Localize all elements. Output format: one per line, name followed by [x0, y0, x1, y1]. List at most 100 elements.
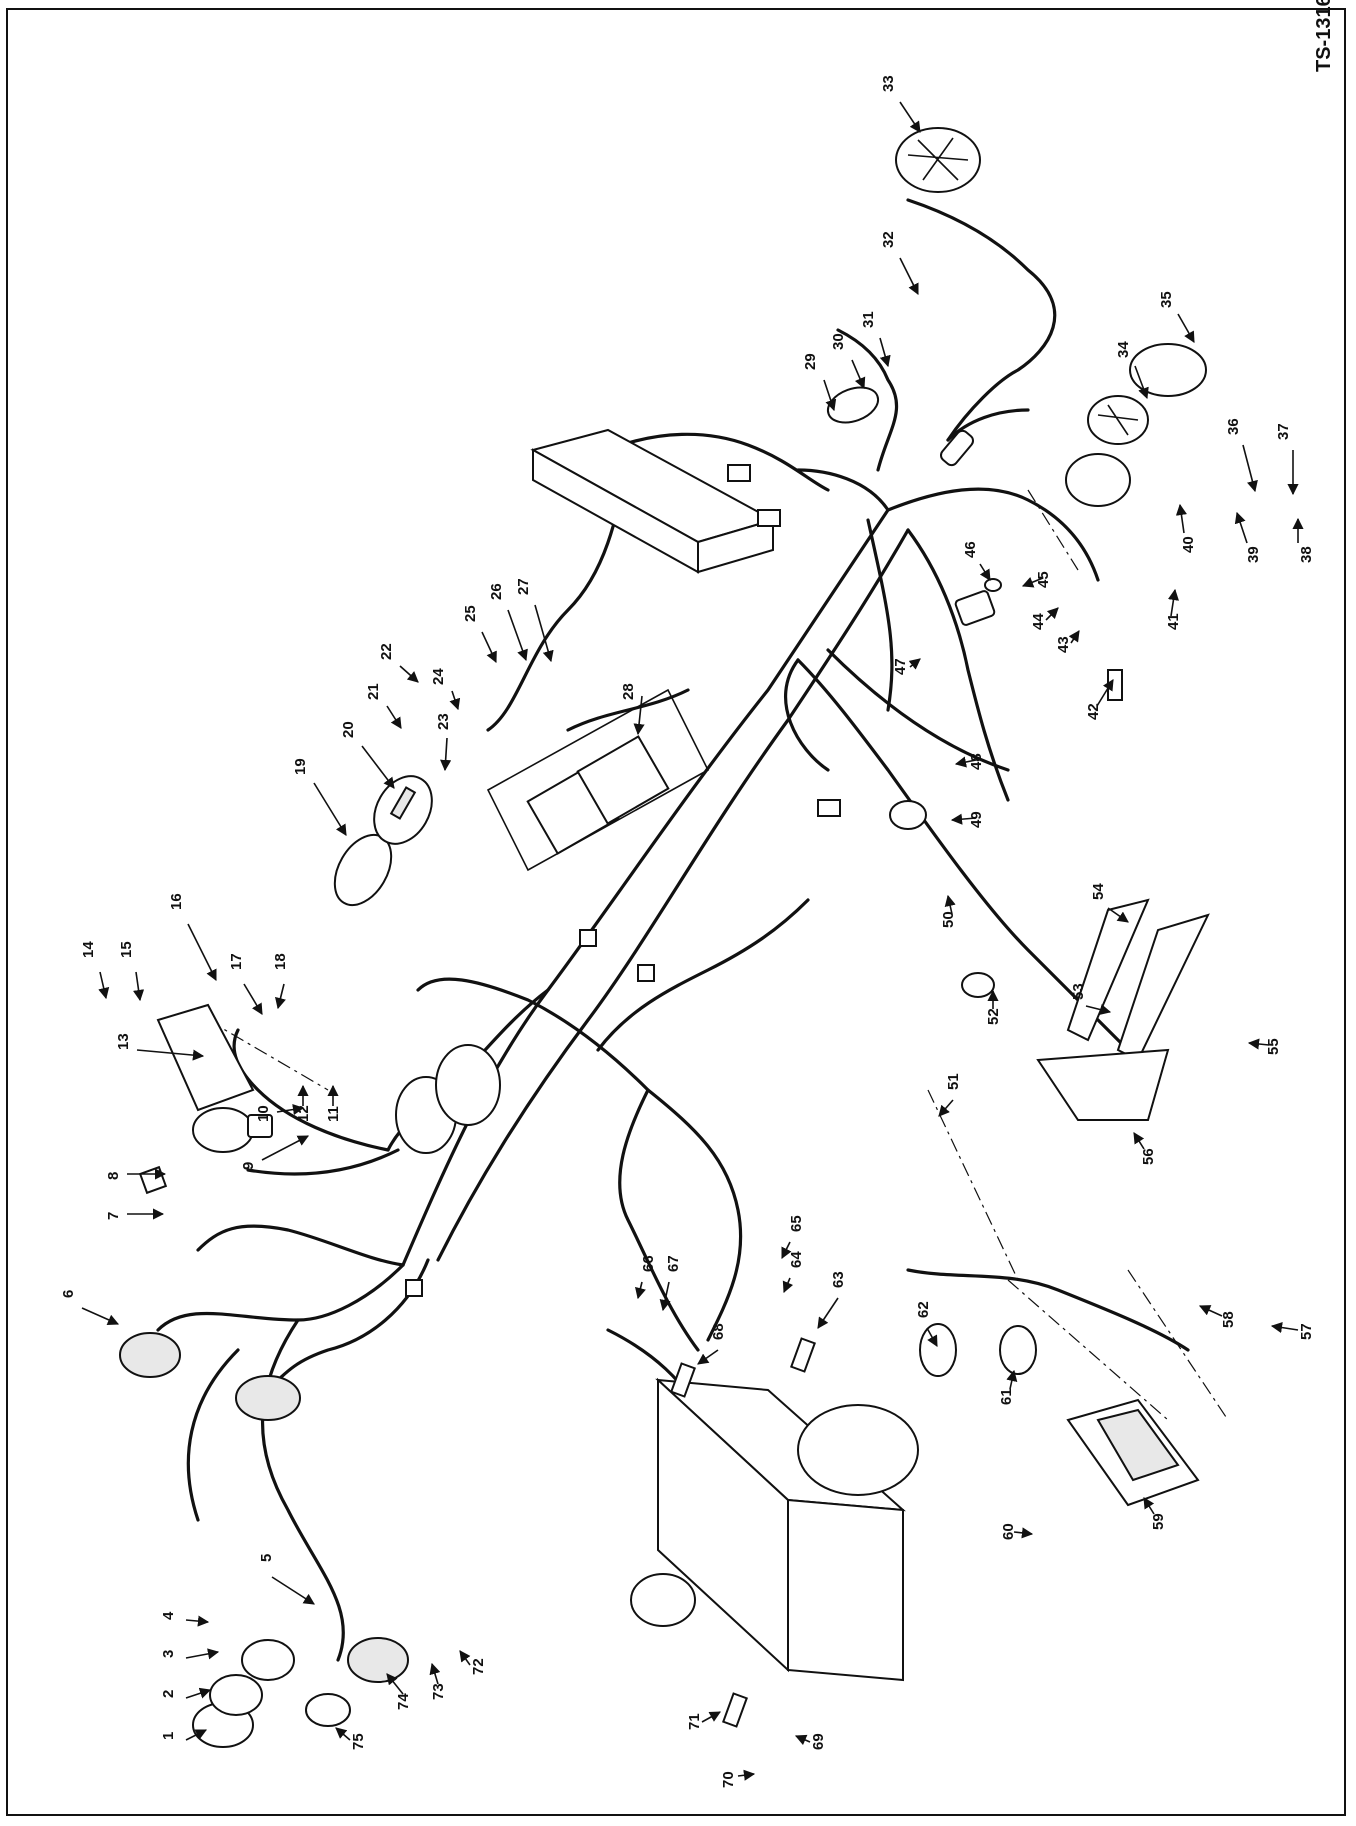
callout-39: 39 [1234, 511, 1262, 563]
svg-text:35: 35 [1158, 291, 1175, 308]
callout-24: 24 [430, 668, 461, 711]
svg-text:8: 8 [105, 1172, 122, 1180]
svg-text:33: 33 [880, 75, 897, 92]
svg-text:43: 43 [1055, 636, 1072, 653]
svg-text:28: 28 [620, 683, 637, 700]
svg-text:59: 59 [1150, 1513, 1167, 1530]
callout-34: 34 [1115, 341, 1149, 400]
svg-text:11: 11 [325, 1106, 342, 1122]
regulator-59 [1066, 1398, 1200, 1507]
callout-52: 52 [985, 989, 1002, 1025]
svg-text:21: 21 [365, 683, 382, 700]
callout-69: 69 [794, 1733, 827, 1750]
callout-22: 22 [378, 643, 419, 683]
svg-text:69: 69 [810, 1733, 827, 1750]
large-box-unit [530, 428, 776, 574]
alignment-lines [207, 489, 1229, 1421]
svg-text:75: 75 [350, 1733, 367, 1750]
callout-36: 36 [1225, 418, 1258, 493]
svg-text:26: 26 [488, 583, 505, 600]
svg-text:32: 32 [880, 231, 897, 248]
callout-33: 33 [880, 75, 921, 133]
svg-text:68: 68 [710, 1323, 727, 1340]
svg-text:24: 24 [430, 668, 447, 685]
svg-text:71: 71 [686, 1713, 703, 1730]
svg-text:17: 17 [228, 953, 245, 970]
callout-4: 4 [160, 1611, 210, 1627]
svg-text:34: 34 [1115, 341, 1132, 358]
svg-text:44: 44 [1030, 613, 1047, 630]
switch-13 [138, 1107, 273, 1195]
svg-text:4: 4 [160, 1611, 177, 1620]
lamp-34-35 [1065, 343, 1207, 507]
callout-6: 6 [60, 1290, 120, 1326]
horns-53-54 [1036, 898, 1210, 1121]
svg-text:39: 39 [1245, 546, 1262, 563]
switch-45 [954, 578, 1002, 626]
gauge-19-20 [333, 775, 433, 907]
svg-text:55: 55 [1265, 1038, 1282, 1055]
svg-text:31: 31 [860, 311, 877, 328]
callout-56: 56 [1133, 1132, 1157, 1165]
callout-55: 55 [1247, 1038, 1282, 1055]
callout-10: 10 [255, 1103, 305, 1122]
svg-text:3: 3 [160, 1650, 177, 1658]
svg-text:42: 42 [1085, 703, 1102, 720]
bracket-16 [156, 1003, 255, 1112]
svg-text:58: 58 [1220, 1311, 1237, 1328]
lamp-74-75 [305, 1637, 409, 1727]
svg-text:7: 7 [105, 1212, 122, 1220]
senders-63-68-71 [670, 1337, 816, 1728]
callout-53: 53 [1070, 983, 1112, 1015]
svg-text:36: 36 [1225, 418, 1242, 435]
callout-21: 21 [365, 683, 402, 729]
callout-38: 38 [1292, 517, 1315, 563]
callout-2: 2 [160, 1687, 212, 1699]
svg-text:63: 63 [830, 1271, 847, 1288]
callout-27: 27 [515, 578, 554, 663]
svg-text:22: 22 [378, 643, 395, 660]
callout-28: 28 [620, 683, 645, 736]
callout-37: 37 [1275, 423, 1299, 496]
svg-text:62: 62 [915, 1301, 932, 1318]
callout-72: 72 [459, 1650, 487, 1675]
callout-64: 64 [782, 1251, 805, 1294]
callout-14: 14 [80, 941, 110, 1000]
svg-text:6: 6 [60, 1290, 77, 1298]
svg-text:18: 18 [272, 953, 289, 970]
svg-text:74: 74 [395, 1693, 412, 1710]
svg-text:5: 5 [258, 1554, 275, 1562]
svg-text:46: 46 [962, 541, 979, 558]
sender-52 [961, 972, 995, 998]
callout-63: 63 [817, 1271, 847, 1329]
callout-7: 7 [105, 1208, 165, 1220]
callout-41: 41 [1165, 588, 1182, 630]
engine-block [630, 1377, 919, 1682]
svg-text:12: 12 [295, 1105, 312, 1122]
callouts: 1 2 3 4 5 6 7 8 9 10 11 12 13 14 15 16 1… [60, 75, 1315, 1788]
callout-30: 30 [830, 333, 866, 390]
callout-54: 54 [1090, 883, 1129, 923]
callout-70: 70 [720, 1769, 756, 1788]
cylinders-center [395, 1044, 501, 1154]
callout-12: 12 [295, 1084, 312, 1122]
callout-18: 18 [272, 953, 289, 1010]
svg-text:73: 73 [430, 1683, 447, 1700]
callout-57: 57 [1270, 1321, 1315, 1340]
callout-26: 26 [488, 583, 528, 662]
svg-text:37: 37 [1275, 423, 1292, 440]
svg-text:64: 64 [788, 1251, 805, 1268]
callout-8: 8 [105, 1168, 167, 1180]
svg-text:19: 19 [292, 758, 309, 775]
callout-42: 42 [1085, 679, 1114, 720]
svg-text:52: 52 [985, 1008, 1002, 1025]
svg-text:72: 72 [470, 1658, 487, 1675]
svg-text:16: 16 [168, 893, 185, 910]
relay-boxes-28 [486, 688, 710, 872]
callout-50: 50 [940, 894, 957, 928]
lamp-33 [895, 127, 981, 193]
callout-71: 71 [686, 1711, 721, 1730]
svg-text:56: 56 [1140, 1148, 1157, 1165]
wiring-harness-diagram: 1 2 3 4 5 6 7 8 9 10 11 12 13 14 15 16 1… [60, 75, 1315, 1788]
svg-text:53: 53 [1070, 983, 1087, 1000]
